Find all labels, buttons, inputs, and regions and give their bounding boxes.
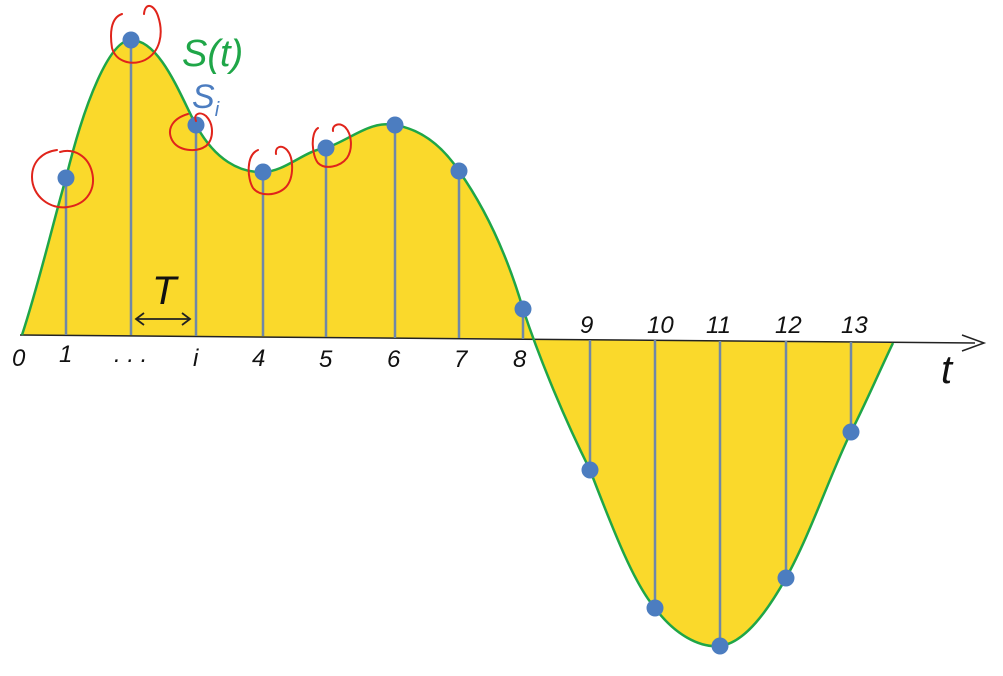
- tick-label: 4: [252, 345, 265, 372]
- tick-label: 9: [580, 312, 593, 339]
- tick-label: i: [193, 345, 199, 372]
- sample-point: [646, 599, 664, 617]
- tick-label: 7: [454, 346, 469, 373]
- signal-area-fill: [22, 40, 893, 647]
- tick-label: 8: [513, 346, 527, 373]
- sample-point: [254, 163, 272, 181]
- red-circle-mark: [110, 5, 162, 64]
- sample-point: [317, 139, 335, 157]
- period-arrow: [134, 312, 192, 326]
- tick-label: 13: [841, 312, 868, 339]
- red-circle-mark: [311, 123, 352, 168]
- time-axis-arrowhead: [961, 334, 987, 352]
- sample-points: [57, 31, 860, 655]
- sample-label: Si: [192, 78, 220, 121]
- circled-samples: [30, 5, 352, 209]
- sample-point: [122, 31, 140, 49]
- tick-label: 1: [59, 341, 72, 368]
- sample-point: [514, 300, 532, 318]
- tick-label: 0: [12, 345, 26, 372]
- sample-label-main: S: [192, 78, 215, 116]
- axis-label: t: [941, 348, 954, 392]
- tick-label: 10: [647, 312, 674, 339]
- tick-label: 6: [387, 346, 401, 373]
- sample-label-subscript: i: [215, 99, 220, 121]
- red-circle-mark: [169, 112, 213, 152]
- sample-point: [450, 162, 468, 180]
- sample-point: [187, 116, 205, 134]
- sample-point: [777, 569, 795, 587]
- time-axis: [19, 334, 976, 344]
- period-label: T: [152, 269, 179, 313]
- sample-point: [711, 637, 729, 655]
- sample-point: [386, 116, 404, 134]
- tick-label: 12: [775, 312, 802, 339]
- sample-point: [842, 423, 860, 441]
- tick-label: 5: [319, 346, 333, 373]
- sample-point: [581, 461, 599, 479]
- red-circle-mark: [247, 145, 294, 196]
- sample-stems: [64, 40, 853, 646]
- tick-label: 11: [706, 312, 731, 339]
- signal-label: S(t): [182, 33, 243, 75]
- tick-label: . . .: [114, 341, 147, 368]
- red-circle-mark: [30, 149, 94, 209]
- sample-point: [57, 169, 75, 187]
